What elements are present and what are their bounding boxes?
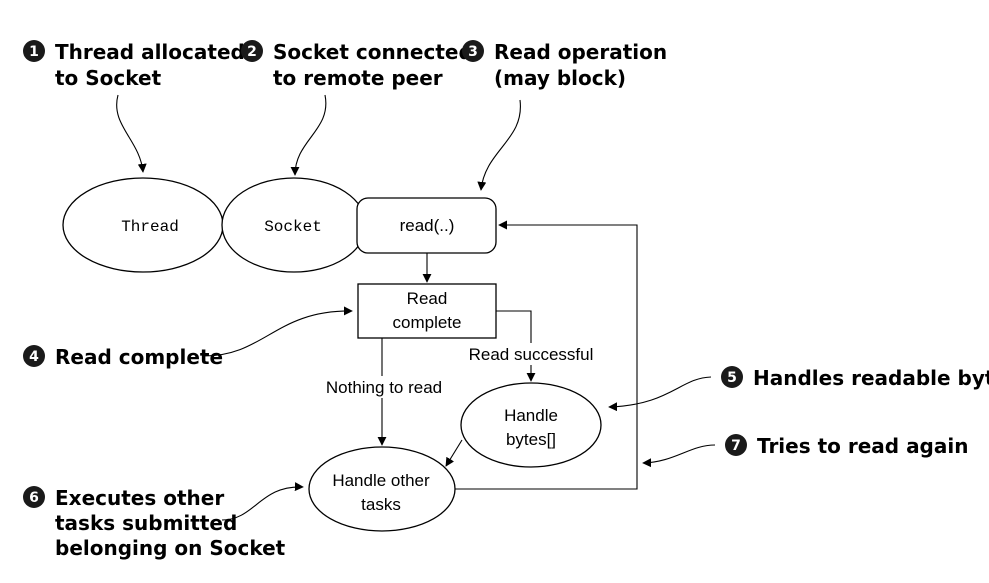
read-complete-label-2: complete [393,313,462,332]
callout-7-text-1: Tries to read again [757,434,968,458]
read-label: read(..) [400,216,455,235]
callout-4-badge [23,345,45,367]
callout-3: 3 Read operation (may block) [462,40,667,90]
callout-3-text-1: Read operation [494,40,667,64]
callout-4: 4 Read complete [23,345,223,369]
callout-3-badge [462,40,484,62]
callout-6-badge [23,486,45,508]
read-successful-label-bg [460,343,604,365]
callout-1: 1 Thread allocated to Socket [23,40,245,90]
callout-2: 2 Socket connected to remote peer [241,40,473,90]
handle-bytes-label-2: bytes[] [506,430,556,449]
edge-loop-back-to-read [455,220,638,490]
callout-6-text-2: tasks submitted [55,511,237,535]
callout-2-number: 2 [247,44,257,60]
handle-bytes-node [460,382,602,468]
callout-7: 7 Tries to read again [725,434,968,458]
handle-bytes-label-1: Handle [504,406,558,425]
nothing-to-read-label-bg [318,376,451,398]
callout-5-badge [721,366,743,388]
thread-label: Thread [121,218,179,236]
callout-1-number: 1 [29,44,39,60]
callout-2-badge [241,40,263,62]
callout-4-text-1: Read complete [55,345,223,369]
callout-3-pointer [477,99,521,191]
nothing-to-read-label: Nothing to read [326,378,442,397]
callout-4-number: 4 [29,349,39,365]
callout-6-pointer [221,482,304,521]
handle-other-label-2: tasks [361,495,401,514]
callout-3-text-2: (may block) [494,66,626,90]
callout-3-number: 3 [468,44,478,60]
callout-7-badge [725,434,747,456]
callout-5-pointer [608,376,712,412]
callout-5-number: 5 [727,370,737,386]
callout-6-number: 6 [29,490,39,506]
callout-4-pointer [203,306,353,357]
read-successful-label: Read successful [469,345,594,364]
callout-7-pointer [642,444,716,468]
callout-5: 5 Handles readable bytes [721,366,989,390]
socket-label: Socket [264,218,322,236]
callout-2-text-1: Socket connected [273,40,473,64]
handle-other-label-1: Handle other [332,471,430,490]
callout-6-text-1: Executes other [55,486,224,510]
callout-1-text-1: Thread allocated [55,40,245,64]
callout-1-pointer [116,94,147,173]
callout-5-text-1: Handles readable bytes [753,366,989,390]
read-complete-label-1: Read [407,289,448,308]
callout-1-text-2: to Socket [55,66,162,90]
callout-6-text-3: belonging on Socket [55,536,286,560]
edge-handle-bytes-to-handle-other [445,439,463,467]
callout-1-badge [23,40,45,62]
callout-2-text-2: to remote peer [273,66,443,90]
callout-7-number: 7 [731,438,741,454]
callout-6: 6 Executes other tasks submitted belongi… [23,486,286,560]
callout-2-pointer [290,94,327,176]
